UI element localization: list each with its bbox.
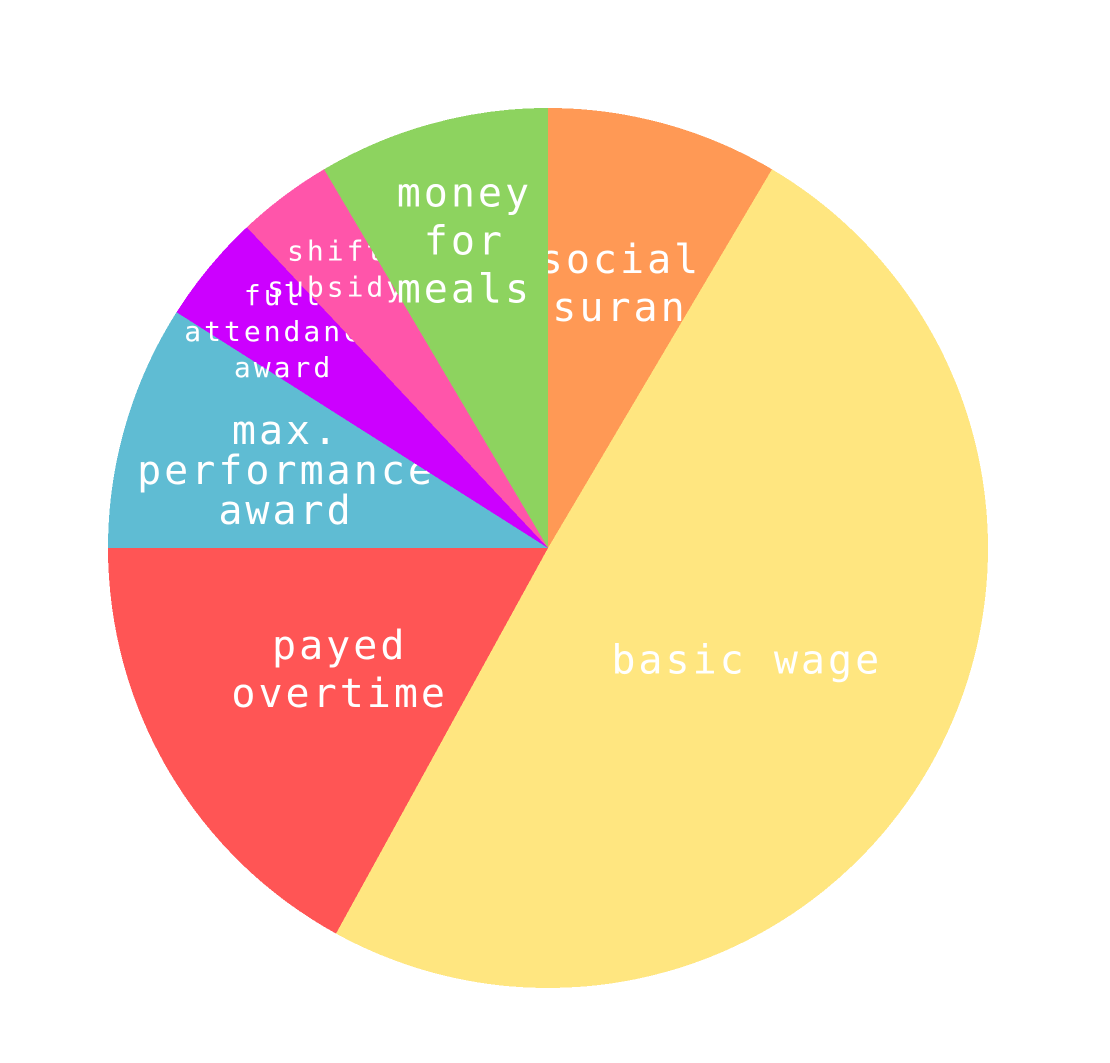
pie-slice-basic-wage [336, 169, 988, 988]
pie-slice-payed-overtime [108, 548, 548, 934]
pie-slice-social-insurance [548, 108, 772, 548]
pie-slice-max-performance-award [108, 312, 548, 548]
slice-label-basic-wage: basic wage [611, 637, 882, 683]
pie-slice-shift-subsidy [246, 169, 549, 549]
pie-slice-full-attendance-award [176, 227, 548, 549]
pie-slice-money-for-meals [324, 108, 548, 548]
